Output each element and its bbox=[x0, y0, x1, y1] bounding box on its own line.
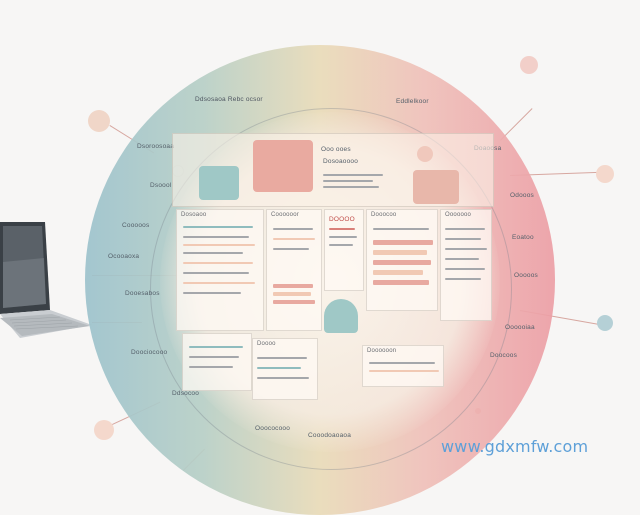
text-line bbox=[183, 252, 243, 254]
text-line bbox=[257, 357, 307, 359]
brand-watermark: www.gdxmfw.com bbox=[441, 437, 589, 456]
text-line bbox=[445, 268, 485, 270]
bar bbox=[273, 300, 315, 304]
bar bbox=[273, 284, 313, 288]
text-line bbox=[323, 180, 373, 182]
image-tile bbox=[199, 166, 239, 200]
bottom-label: Cooodoaoaoa bbox=[308, 432, 352, 439]
text-line bbox=[189, 356, 239, 358]
panel-head: Doooooon bbox=[367, 348, 397, 354]
text-line bbox=[183, 292, 241, 294]
image-tile bbox=[253, 140, 313, 192]
right-label: Odooos bbox=[510, 192, 534, 199]
top-strip: Ooo ooes Dosoaoooo bbox=[172, 133, 494, 207]
text-line bbox=[329, 228, 355, 230]
text-line bbox=[183, 236, 249, 238]
panel-head: Ooooooo bbox=[445, 212, 472, 218]
right-label: Oooooiaa bbox=[505, 324, 535, 331]
panel-lower-3: Doooooon bbox=[362, 345, 444, 387]
text-line bbox=[183, 262, 253, 264]
left-label: Ocooaoxa bbox=[108, 253, 140, 260]
text-line bbox=[273, 228, 313, 230]
dashboard-mockup: Ooo ooes Dosoaoooo Dosoaoo Coooooor bbox=[172, 133, 494, 423]
text-line bbox=[369, 370, 439, 372]
top-title: Ooo ooes bbox=[321, 146, 351, 153]
text-line bbox=[445, 228, 485, 230]
text-line bbox=[189, 366, 233, 368]
decorative-dot bbox=[417, 146, 433, 162]
inner-ring bbox=[150, 108, 512, 470]
laptop-illustration bbox=[0, 222, 92, 338]
text-line bbox=[369, 362, 435, 364]
image-tile bbox=[324, 299, 358, 333]
text-line bbox=[329, 244, 353, 246]
text-line bbox=[273, 238, 315, 240]
text-line bbox=[273, 248, 309, 250]
right-label: Eoatoo bbox=[512, 234, 534, 241]
left-label: Ddsocoo bbox=[172, 390, 200, 397]
left-label: Cooooos bbox=[122, 222, 150, 229]
decorative-dot bbox=[94, 420, 114, 440]
bar bbox=[273, 292, 311, 296]
header-right-tag: Eddlelkoor bbox=[396, 98, 429, 105]
bar bbox=[373, 260, 431, 265]
panel-col-2: Coooooor bbox=[266, 209, 322, 331]
text-line bbox=[257, 367, 301, 369]
left-label: Dsoroosoaa bbox=[137, 143, 175, 150]
panel-head: Doooo bbox=[257, 341, 276, 347]
infographic: Ddsosaoa Rebc ocsor Eddlelkoor Dsoroosoa… bbox=[0, 45, 614, 515]
panel-lower-2: Doooo bbox=[252, 338, 318, 400]
text-line bbox=[373, 228, 429, 230]
text-line bbox=[183, 282, 255, 284]
bar bbox=[373, 240, 433, 245]
decorative-dot bbox=[520, 56, 538, 74]
bar bbox=[373, 270, 423, 275]
panel-col-5: Ooooooo bbox=[440, 209, 492, 321]
right-label: Doocoos bbox=[490, 352, 518, 359]
bar bbox=[373, 250, 427, 255]
text-line bbox=[329, 236, 357, 238]
decorative-dot bbox=[596, 165, 614, 183]
text-line bbox=[445, 258, 479, 260]
panel-col-4: Dooocoo bbox=[366, 209, 438, 311]
panel-head: Dosoaoo bbox=[181, 212, 207, 218]
text-line bbox=[183, 244, 255, 246]
panel-head: Dooocoo bbox=[371, 212, 397, 218]
panel-lower-1 bbox=[182, 333, 252, 391]
text-line bbox=[257, 377, 309, 379]
tile-label: DOOOO bbox=[329, 216, 355, 223]
decorative-dot bbox=[88, 110, 110, 132]
text-line bbox=[183, 226, 253, 228]
bottom-label: Ooococooo bbox=[255, 425, 291, 432]
text-line bbox=[445, 238, 481, 240]
panel-head: Coooooor bbox=[271, 212, 299, 218]
text-line bbox=[323, 174, 383, 176]
panel-col-1: Dosoaoo bbox=[176, 209, 264, 331]
right-label: Ooooos bbox=[514, 272, 538, 279]
top-title-2: Dosoaoooo bbox=[323, 158, 359, 165]
header-title: Ddsosaoa Rebc ocsor bbox=[195, 96, 263, 103]
bar bbox=[373, 280, 429, 285]
text-line bbox=[445, 248, 487, 250]
panel-col-3: DOOOO bbox=[324, 209, 364, 291]
decorative-dot bbox=[597, 315, 613, 331]
image-tile bbox=[413, 170, 459, 204]
left-label: Dooesabos bbox=[125, 290, 160, 297]
left-label: Doociocooo bbox=[131, 349, 168, 356]
text-line bbox=[183, 272, 249, 274]
left-label: Dsoool bbox=[150, 182, 172, 189]
text-line bbox=[445, 278, 481, 280]
text-line bbox=[189, 346, 243, 348]
text-line bbox=[323, 186, 379, 188]
